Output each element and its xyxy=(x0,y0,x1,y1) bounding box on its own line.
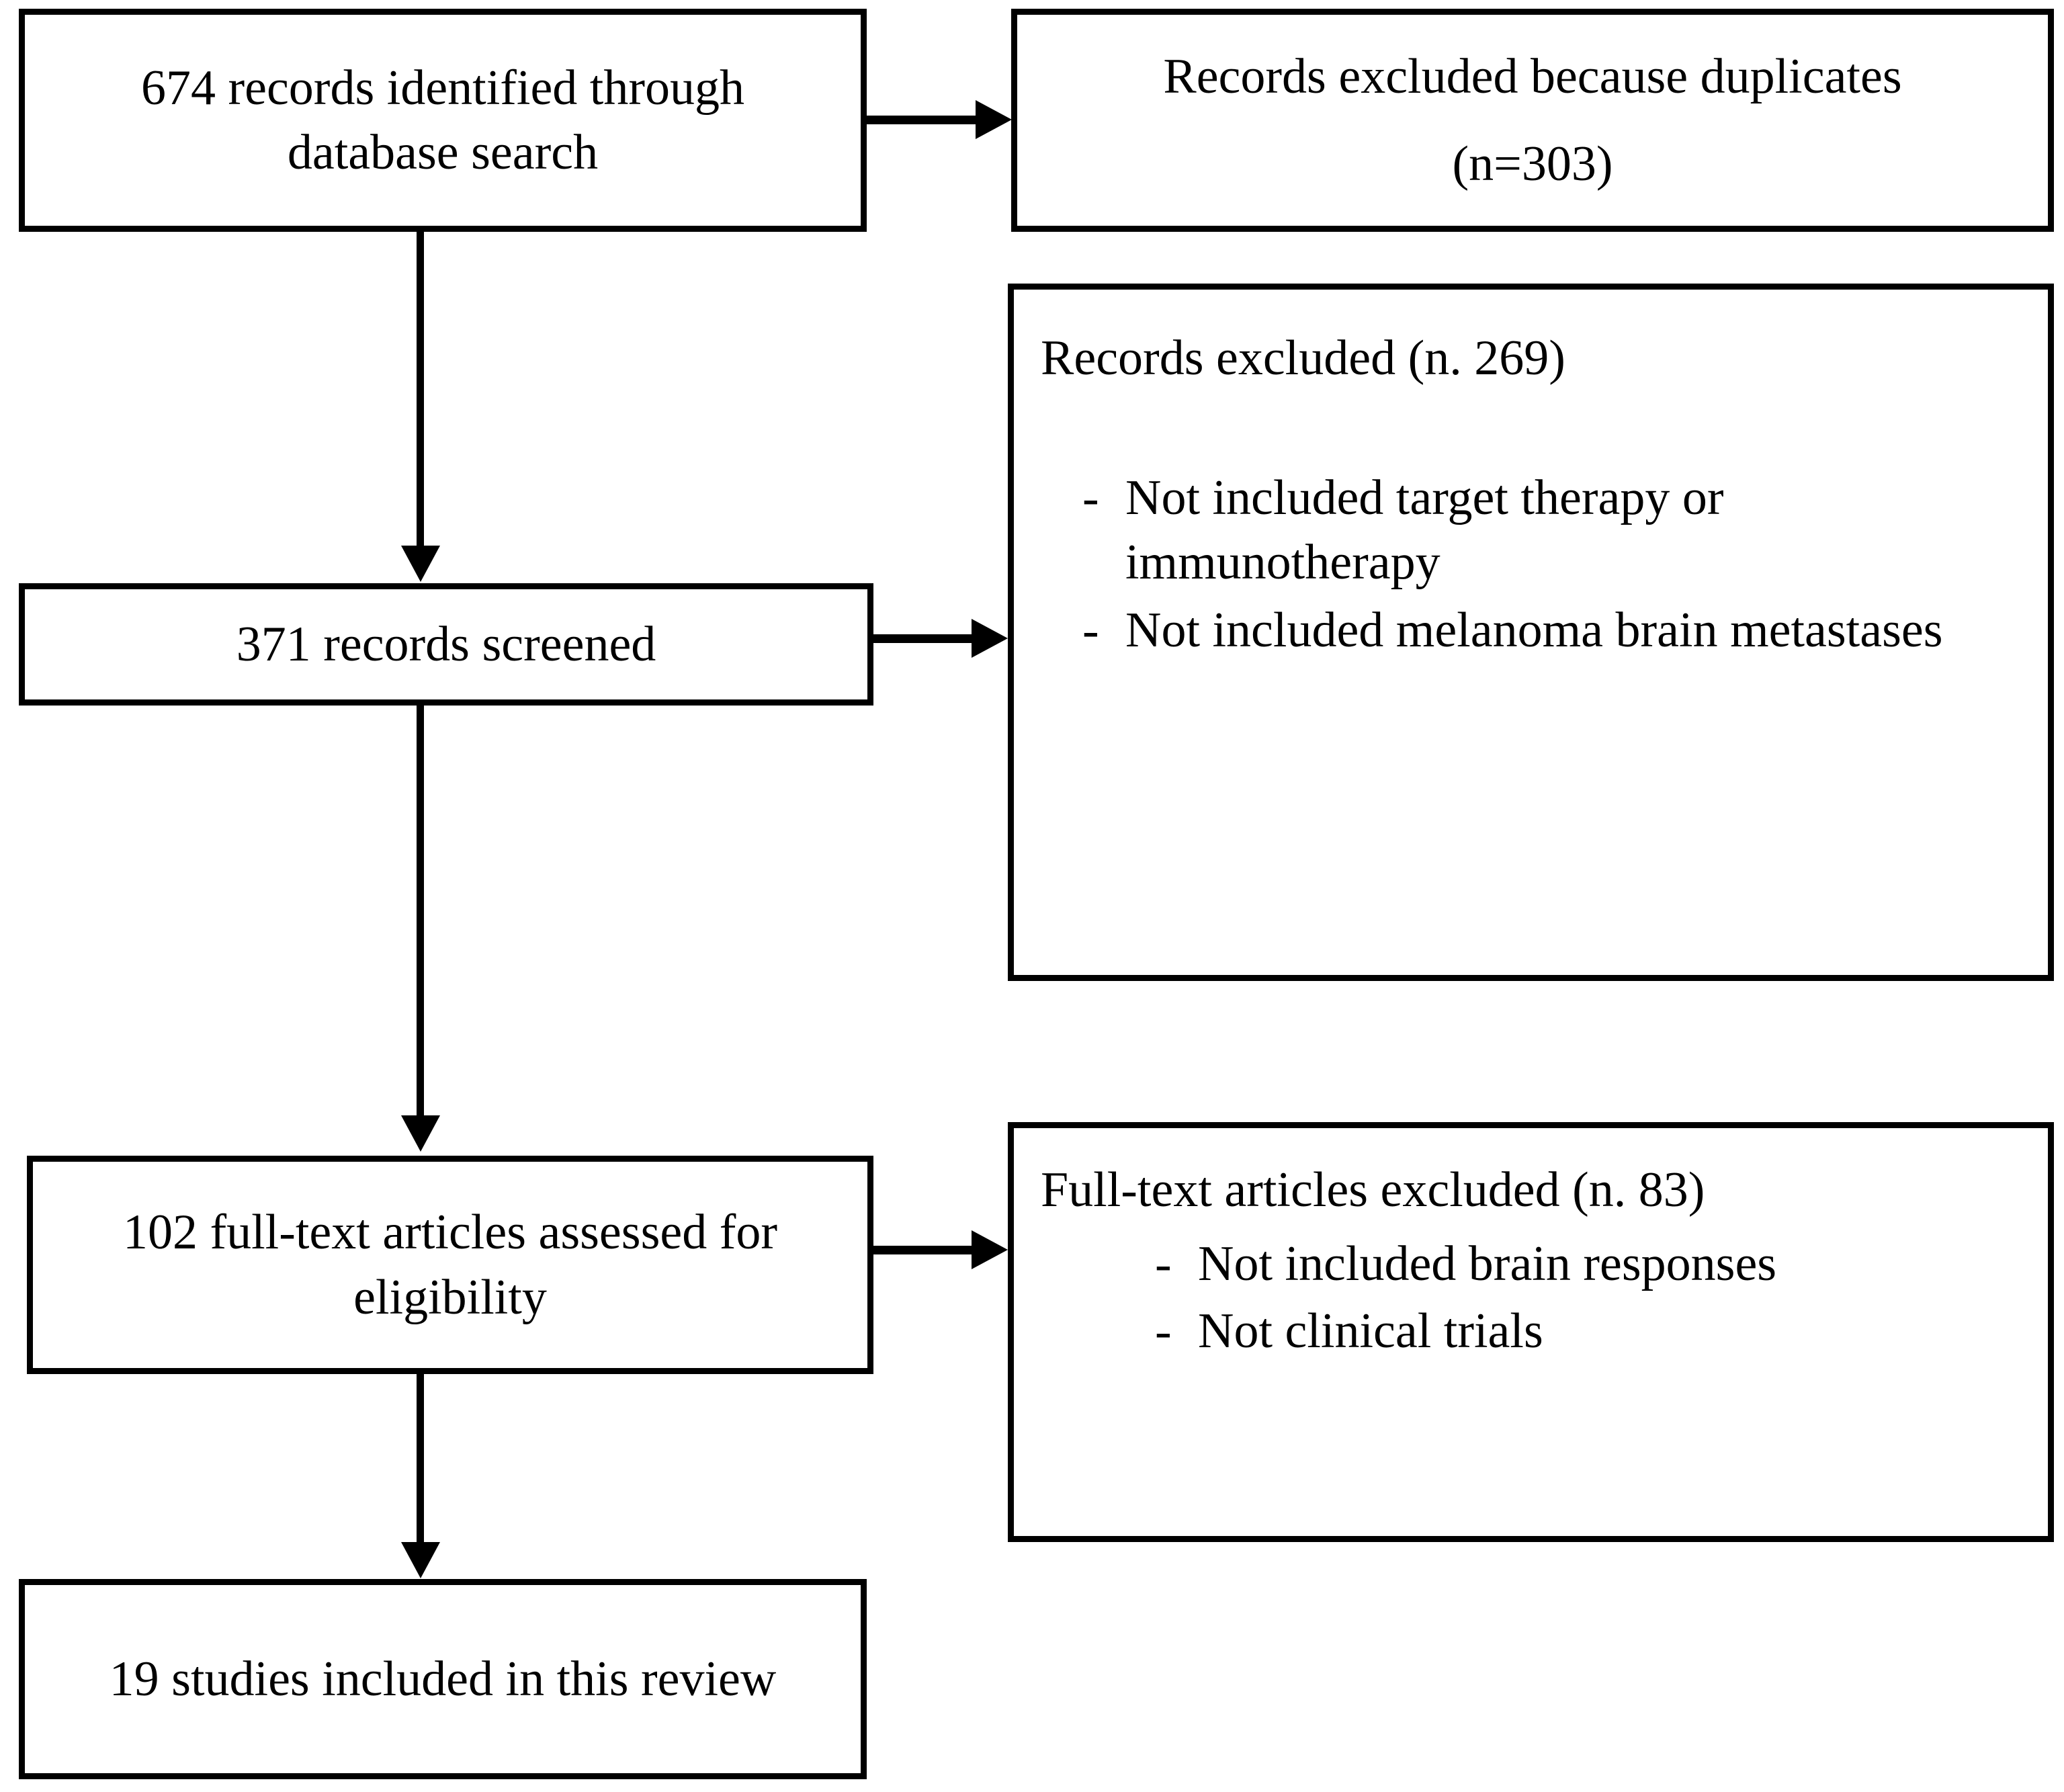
bullet-dash-icon: - xyxy=(1155,1304,1172,1359)
connector-eligibility-to-excluded xyxy=(873,1246,976,1254)
connector-identified-to-screened xyxy=(417,232,424,548)
node-studies-included: 19 studies included in this review xyxy=(19,1579,867,1779)
records-screened-label: 371 records screened xyxy=(236,616,656,672)
connector-screened-to-eligibility xyxy=(417,706,424,1117)
node-records-excluded-duplicates: Records excluded because duplicates (n=3… xyxy=(1011,9,2054,232)
full-text-excluded-reason-list: - Not included brain responses - Not cli… xyxy=(1041,1232,1776,1366)
list-item: - Not included melanoma brain metastases xyxy=(1082,598,2021,663)
bullet-dash-icon: - xyxy=(1082,470,1099,526)
connector-eligibility-to-included xyxy=(417,1374,424,1543)
duplicates-excluded-label: Records excluded because duplicates (n=3… xyxy=(1143,44,1922,196)
full-text-assessed-label: 102 full-text articles assessed for elig… xyxy=(122,1205,778,1325)
connector-identified-to-duplicates xyxy=(867,116,981,124)
arrowhead-identified-to-duplicates xyxy=(976,100,1012,139)
arrowhead-screened-to-excluded xyxy=(972,619,1008,658)
node-records-excluded-screening: Records excluded (n. 269) - Not included… xyxy=(1008,284,2054,981)
connector-screened-to-excluded xyxy=(873,634,976,643)
duplicates-excluded-count: (n=303) xyxy=(1452,136,1613,191)
screening-excluded-heading: Records excluded (n. 269) xyxy=(1041,331,1565,386)
node-full-text-excluded: Full-text articles excluded (n. 83) - No… xyxy=(1008,1122,2054,1542)
arrowhead-identified-to-screened xyxy=(401,546,440,582)
node-records-identified: 674 records identified through database … xyxy=(19,9,867,232)
node-full-text-assessed: 102 full-text articles assessed for elig… xyxy=(27,1156,873,1374)
arrowhead-eligibility-to-excluded xyxy=(972,1230,1008,1269)
node-records-screened: 371 records screened xyxy=(19,583,873,706)
bullet-dash-icon: - xyxy=(1155,1236,1172,1292)
full-text-excluded-reason-1: Not included brain responses xyxy=(1198,1236,1777,1292)
screening-excluded-reason-list: - Not included target therapy or immunot… xyxy=(1041,466,2021,665)
full-text-excluded-heading: Full-text articles excluded (n. 83) xyxy=(1041,1162,1705,1218)
screening-excluded-reason-2: Not included melanoma brain metastases xyxy=(1125,602,1943,658)
records-identified-label: 674 records identified through database … xyxy=(140,60,745,180)
list-item: - Not included target therapy or immunot… xyxy=(1082,466,2021,595)
list-item: - Not included brain responses xyxy=(1155,1232,1776,1296)
full-text-excluded-reason-2: Not clinical trials xyxy=(1198,1304,1543,1359)
list-item: - Not clinical trials xyxy=(1155,1299,1776,1363)
arrowhead-screened-to-eligibility xyxy=(401,1115,440,1152)
bullet-dash-icon: - xyxy=(1082,602,1099,658)
studies-included-label: 19 studies included in this review xyxy=(109,1651,777,1707)
screening-excluded-reason-1: Not included target therapy or immunothe… xyxy=(1125,470,1724,591)
arrowhead-eligibility-to-included xyxy=(401,1542,440,1578)
duplicates-excluded-line1: Records excluded because duplicates xyxy=(1163,48,1902,104)
